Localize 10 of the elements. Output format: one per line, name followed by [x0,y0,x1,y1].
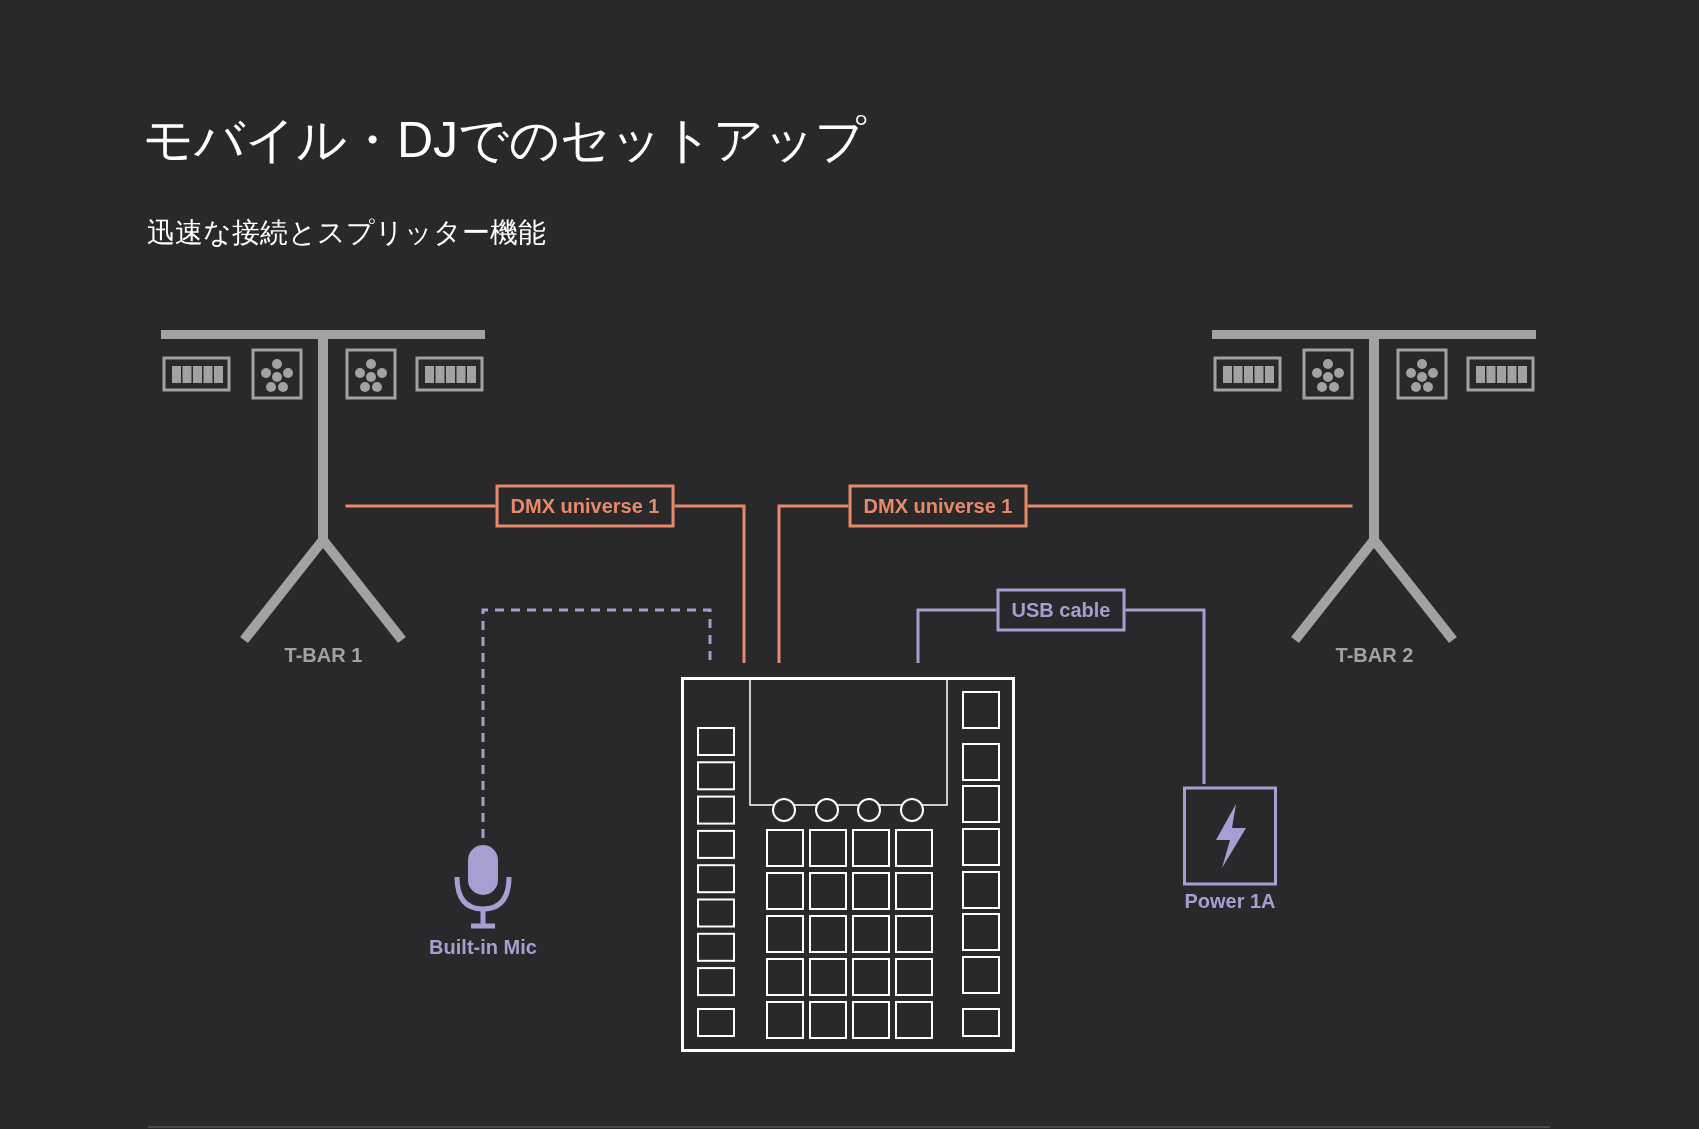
edge-label: DMX universe 1 [848,484,1028,528]
title: モバイル・DJでのセットアップ [143,111,867,170]
node-label: T-BAR 2 [1334,644,1415,667]
edge-label: USB cable [996,588,1126,632]
node-label: Built-in Mic [428,936,538,959]
cable-line [481,608,712,838]
subtitle: 迅速な接続とスプリッター機能 [147,216,546,250]
edge-label: DMX universe 1 [495,484,675,528]
node-label: T-BAR 1 [283,644,364,667]
node-label: Power 1A [1183,890,1277,913]
